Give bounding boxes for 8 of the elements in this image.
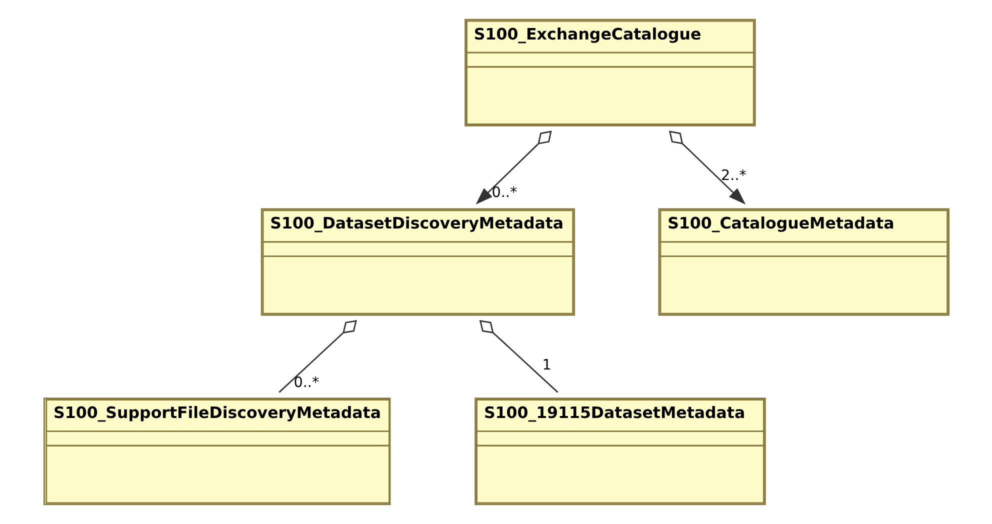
edge-label: 0..* — [491, 185, 517, 202]
edge-label: 1 — [542, 357, 551, 374]
edge-label: 2..* — [720, 168, 746, 184]
edge-label: 0..* — [293, 375, 319, 392]
arrow — [668, 130, 746, 204]
arrow — [475, 130, 552, 204]
connector — [278, 320, 356, 393]
connector — [478, 320, 558, 393]
